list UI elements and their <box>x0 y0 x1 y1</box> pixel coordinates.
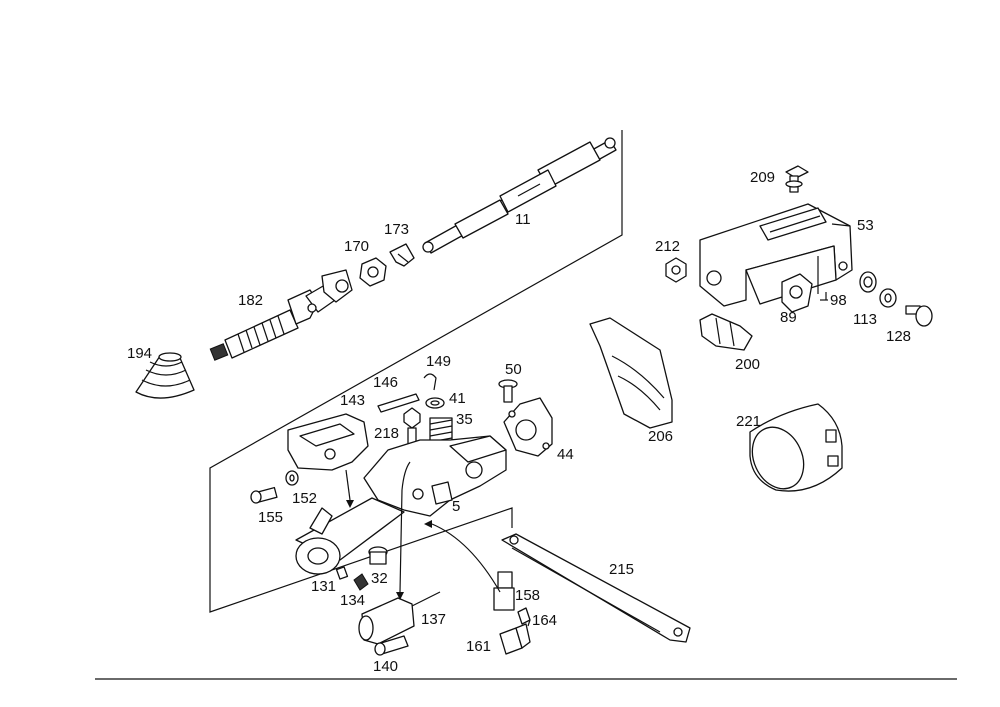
label-137: 137 <box>421 611 446 628</box>
part-140-key[interactable] <box>374 635 409 656</box>
part-212-nut[interactable] <box>665 257 687 283</box>
label-215: 215 <box>609 561 634 578</box>
part-146-pin[interactable] <box>377 393 420 413</box>
label-218: 218 <box>374 425 399 442</box>
label-140: 140 <box>373 658 398 675</box>
label-146: 146 <box>373 374 398 391</box>
part-194-rubber-boot[interactable] <box>135 352 195 399</box>
label-131: 131 <box>311 578 336 595</box>
leader-lines <box>527 223 851 627</box>
part-200-clip[interactable] <box>699 313 753 351</box>
part-labels: 11 173 170 182 194 209 53 212 98 113 89 … <box>127 169 911 675</box>
label-128: 128 <box>886 328 911 345</box>
label-221: 221 <box>736 413 761 430</box>
part-5-steering-lock-body[interactable] <box>363 435 507 517</box>
label-149: 149 <box>426 353 451 370</box>
label-152: 152 <box>292 490 317 507</box>
part-155-screw[interactable] <box>250 486 278 504</box>
label-164: 164 <box>532 612 557 629</box>
part-182-intermediate-shaft[interactable] <box>209 269 353 361</box>
label-44: 44 <box>557 446 574 463</box>
label-212: 212 <box>655 238 680 255</box>
part-137-lock-cylinder[interactable] <box>358 591 441 645</box>
part-209-screw[interactable] <box>785 165 809 193</box>
part-143-housing[interactable] <box>287 413 369 471</box>
upper-group-frame <box>209 130 623 613</box>
part-44-flange[interactable] <box>503 397 553 457</box>
part-173-clip[interactable] <box>389 243 415 267</box>
part-98-washer[interactable] <box>859 271 877 293</box>
label-35: 35 <box>456 411 473 428</box>
part-32-plug[interactable] <box>368 546 388 565</box>
part-50-screw[interactable] <box>498 379 518 403</box>
part-161-connector[interactable] <box>499 623 531 655</box>
part-158-switch[interactable] <box>493 571 515 611</box>
label-41: 41 <box>449 390 466 407</box>
part-152-washer[interactable] <box>285 470 299 486</box>
label-134: 134 <box>340 592 365 609</box>
label-158: 158 <box>515 587 540 604</box>
label-98: 98 <box>830 292 847 309</box>
label-53: 53 <box>857 217 874 234</box>
label-143: 143 <box>340 392 365 409</box>
part-215-strap[interactable] <box>501 533 691 643</box>
part-41-washer[interactable] <box>425 397 445 409</box>
label-161: 161 <box>466 638 491 655</box>
label-11: 11 <box>515 211 531 228</box>
part-221-sleeve[interactable] <box>743 403 843 497</box>
label-89: 89 <box>780 309 797 326</box>
label-209: 209 <box>750 169 775 186</box>
part-128-bolt[interactable] <box>905 305 933 327</box>
label-182: 182 <box>238 292 263 309</box>
part-206-cover[interactable] <box>589 317 673 429</box>
part-134-spring[interactable] <box>353 573 369 591</box>
label-170: 170 <box>344 238 369 255</box>
part-89-mount[interactable] <box>781 273 813 313</box>
label-200: 200 <box>735 356 760 373</box>
part-113-washer[interactable] <box>879 288 897 308</box>
label-5: 5 <box>452 498 460 515</box>
part-164-clip[interactable] <box>517 607 531 625</box>
label-155: 155 <box>258 509 283 526</box>
part-11-steering-shaft[interactable] <box>422 137 617 254</box>
assembly-arrows <box>345 461 501 600</box>
label-32: 32 <box>371 570 388 587</box>
part-170-nut[interactable] <box>359 257 387 287</box>
part-53-bracket[interactable] <box>699 203 853 307</box>
label-206: 206 <box>648 428 673 445</box>
lower-column-tube[interactable] <box>295 497 405 575</box>
label-50: 50 <box>505 361 522 378</box>
part-149-clip[interactable] <box>423 373 437 391</box>
label-173: 173 <box>384 221 409 238</box>
part-35-spring[interactable] <box>429 417 453 447</box>
label-194: 194 <box>127 345 152 362</box>
part-131-pin[interactable] <box>335 566 349 580</box>
label-113: 113 <box>853 311 877 328</box>
